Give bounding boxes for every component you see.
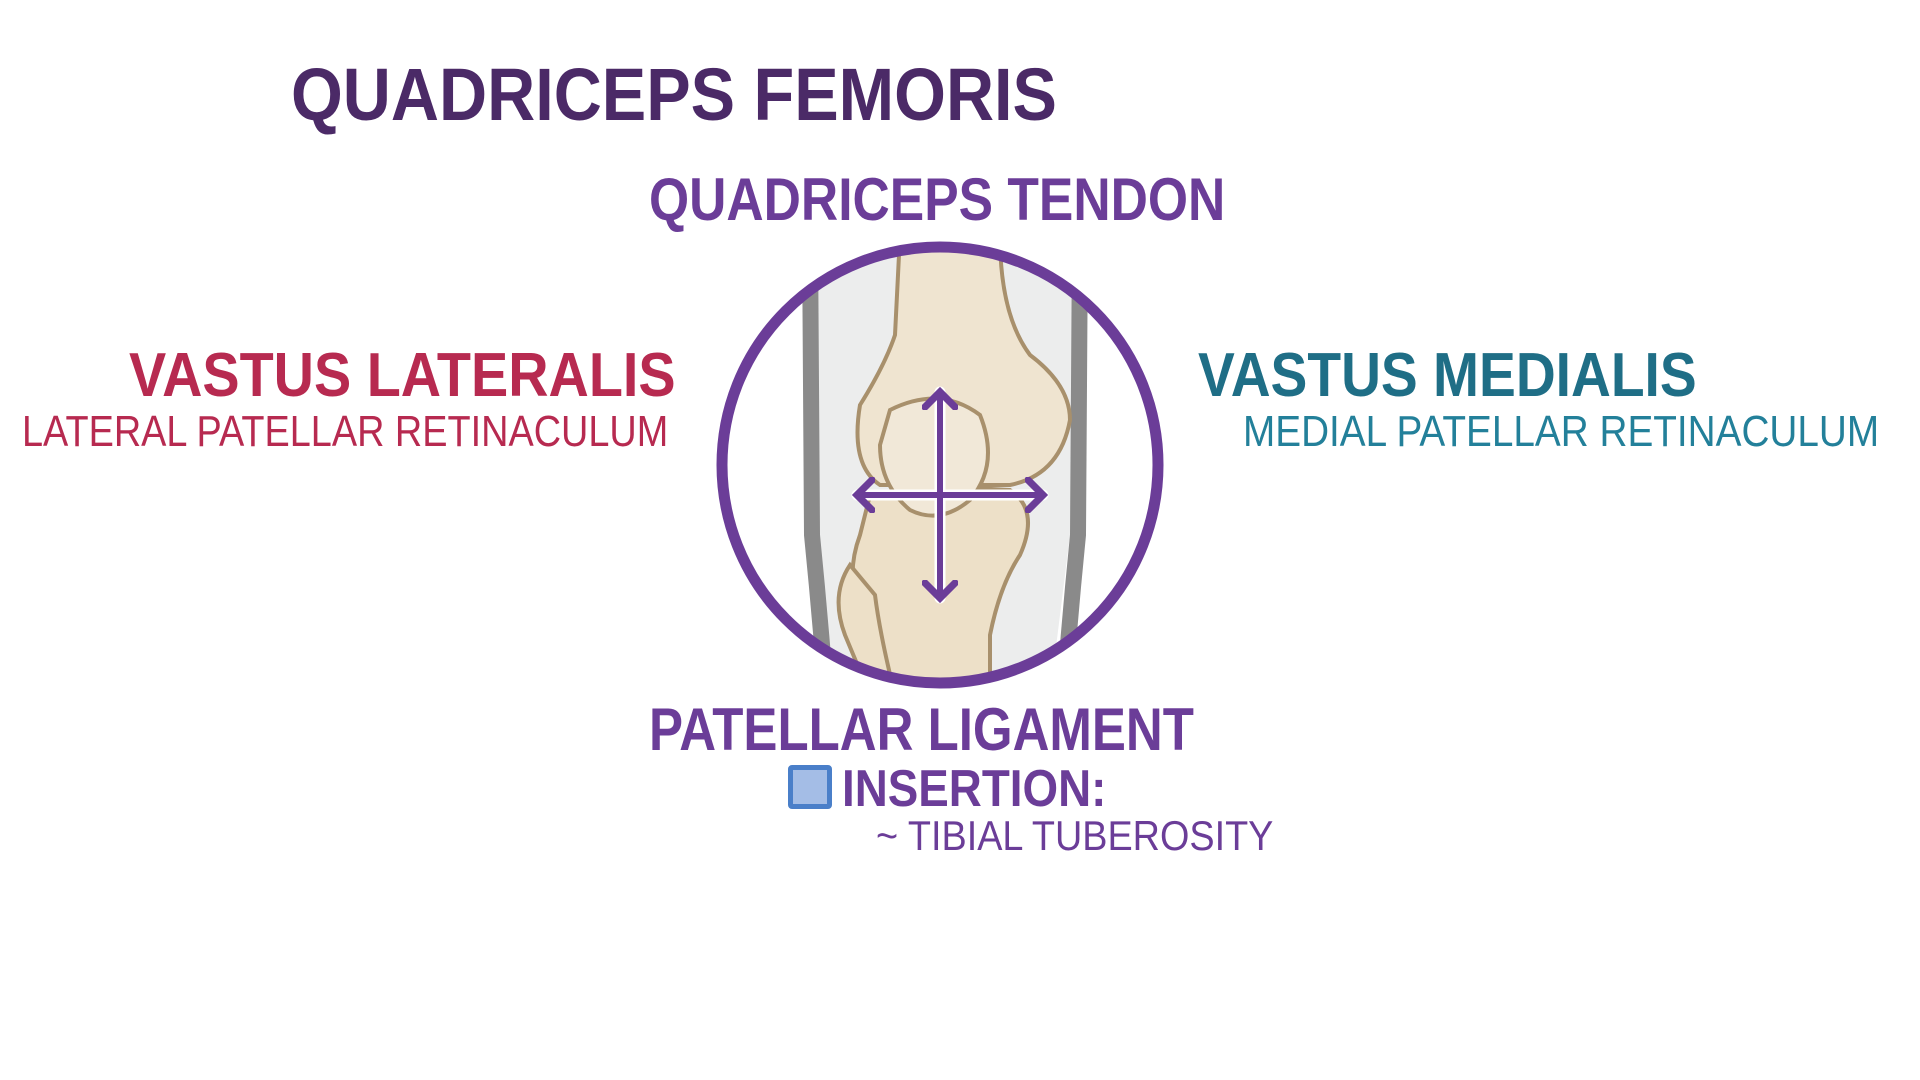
label-insertion: Insertion: <box>842 760 1107 818</box>
label-vastus-lateralis: Vastus Lateralis <box>129 341 676 410</box>
diagram-title: Quadriceps Femoris <box>291 53 1057 136</box>
circle-frame <box>716 241 1164 689</box>
knee-illustration <box>716 241 1164 689</box>
insertion-square-icon <box>788 765 832 809</box>
label-vastus-medialis: Vastus Medialis <box>1198 341 1697 410</box>
label-lateral-patellar-retinaculum: Lateral Patellar Retinaculum <box>22 407 669 456</box>
label-tibial-tuberosity: ~ Tibial Tuberosity <box>876 812 1274 859</box>
label-medial-patellar-retinaculum: Medial Patellar Retinaculum <box>1243 407 1880 456</box>
movement-arrows-icon <box>851 386 1049 604</box>
label-quadriceps-tendon: Quadriceps Tendon <box>649 166 1226 233</box>
label-patellar-ligament: Patellar Ligament <box>649 696 1194 763</box>
